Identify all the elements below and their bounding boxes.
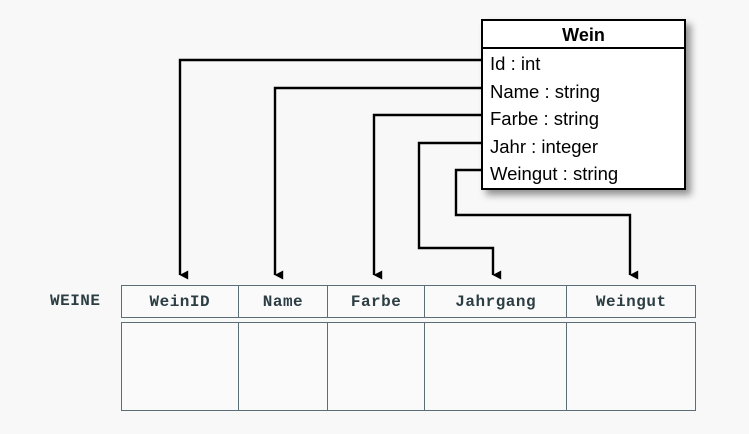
- connector-name-to-name: [273, 86, 481, 280]
- table-cell-weingut[interactable]: [567, 323, 695, 410]
- column-header-jahrgang[interactable]: Jahrgang: [425, 286, 568, 317]
- uml-class-box[interactable]: Wein Id : int Name : string Farbe : stri…: [481, 19, 686, 190]
- uml-attribute-list: Id : int Name : string Farbe : string Ja…: [483, 49, 684, 188]
- table-row: [121, 322, 696, 411]
- uml-attribute-farbe[interactable]: Farbe : string: [490, 108, 599, 129]
- column-header-weingut[interactable]: Weingut: [595, 292, 667, 311]
- connector-jahr-to-jahrgang: [417, 141, 502, 280]
- uml-attribute-weingut[interactable]: Weingut : string: [490, 163, 619, 184]
- uml-attribute-id[interactable]: Id : int: [490, 53, 541, 74]
- connector-farbe-to-farbe: [372, 113, 481, 280]
- column-header-weinid[interactable]: WeinID: [122, 286, 239, 317]
- table-header-row: WeinID Name Farbe Jahrgang Weingut: [121, 285, 696, 318]
- uml-class-title: Wein: [483, 21, 684, 49]
- table-cell-name[interactable]: [239, 323, 329, 410]
- table-name-label: WEINE: [50, 292, 101, 310]
- table-cell-farbe[interactable]: [328, 323, 425, 410]
- connector-weingut-to-weingut: [454, 168, 639, 280]
- column-header-farbe[interactable]: Farbe: [328, 286, 425, 317]
- uml-attribute-jahr[interactable]: Jahr : integer: [490, 135, 598, 157]
- table-cell-jahrgang[interactable]: [425, 323, 568, 410]
- table-cell-weinid[interactable]: [122, 323, 239, 410]
- connector-id-to-weinid: [178, 58, 481, 280]
- column-header-name[interactable]: Name: [239, 286, 329, 317]
- relational-table[interactable]: WeinID Name Farbe Jahrgang Weingut: [121, 285, 696, 411]
- uml-attribute-name[interactable]: Name : string: [490, 80, 601, 102]
